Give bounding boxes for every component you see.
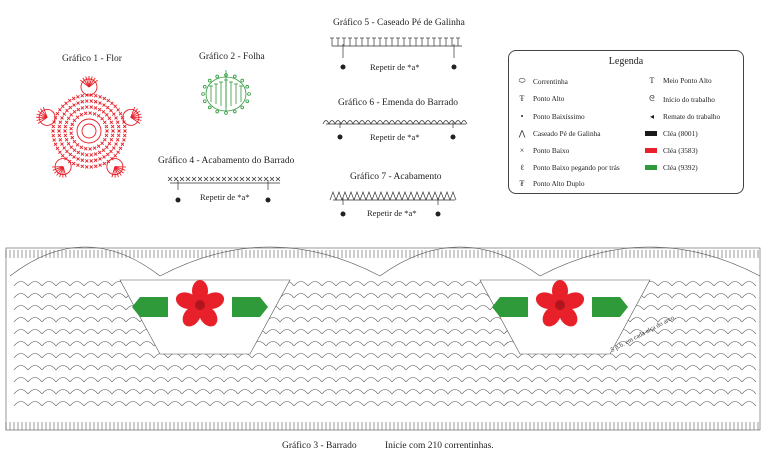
g4-strip <box>167 176 281 203</box>
crows-foot-icon: ⋀ <box>518 129 526 138</box>
start-icon: ᘓ <box>649 94 655 103</box>
slip-stitch-icon: • <box>520 112 524 121</box>
legend-item-green: Cléa (9392) <box>645 163 698 172</box>
g7-strip <box>329 191 457 217</box>
half-double-crochet-icon: T <box>649 76 655 85</box>
treble-crochet-icon: ₮ <box>519 179 525 188</box>
double-crochet-icon: Ŧ <box>519 94 525 103</box>
g4-title: Gráfico 4 - Acabamento do Barrado <box>158 156 295 166</box>
legend-item-sc: ×Ponto Baixo <box>515 146 570 155</box>
g7-title: Gráfico 7 - Acabamento <box>350 172 442 182</box>
finish-icon: ◂ <box>649 112 654 121</box>
legend-item-finish: ◂Remate do trabalho <box>645 112 720 121</box>
g2-title: Gráfico 2 - Folha <box>199 52 265 62</box>
g4-repeat: Repetir de *a* <box>200 192 250 202</box>
color-swatch-black <box>645 131 657 136</box>
single-crochet-icon: × <box>519 146 525 155</box>
g5-strip <box>330 37 462 70</box>
color-swatch-red <box>645 148 657 153</box>
legend-title: Legenda <box>608 56 644 67</box>
back-loop-sc-icon: ℓ <box>520 163 524 172</box>
g3-title: Gráfico 3 - Barrado <box>282 441 357 451</box>
color-swatch-green <box>645 165 657 170</box>
border-chart <box>5 246 761 431</box>
g7-repeat: Repetir de *a* <box>367 208 417 218</box>
g6-strip <box>322 120 468 140</box>
g6-title: Gráfico 6 - Emenda do Barrado <box>338 98 459 108</box>
legend-item-red: Cléa (3583) <box>645 146 698 155</box>
flower-chart <box>36 76 142 178</box>
g6-repeat: Repetir de *a* <box>370 132 420 142</box>
chain-icon: ⬭ <box>518 76 526 85</box>
legend-item-crowsfoot: ⋀Caseado Pé de Galinha <box>515 129 601 138</box>
g3-note: Inicie com 210 correntinhas. <box>385 441 494 451</box>
legend-item-slip: •Ponto Baixíssimo <box>515 112 585 121</box>
leaf-chart <box>201 70 251 115</box>
legend-item-black: Cléa (8001) <box>645 129 698 138</box>
g5-title: Gráfico 5 - Caseado Pé de Galinha <box>333 18 465 28</box>
g5-repeat: Repetir de *a* <box>370 62 420 72</box>
legend-item-treble: ₮Ponto Alto Duplo <box>515 179 585 188</box>
g1-title: Gráfico 1 - Flor <box>62 54 122 64</box>
legend-item-chain: ⬭Correntinha <box>515 76 568 86</box>
